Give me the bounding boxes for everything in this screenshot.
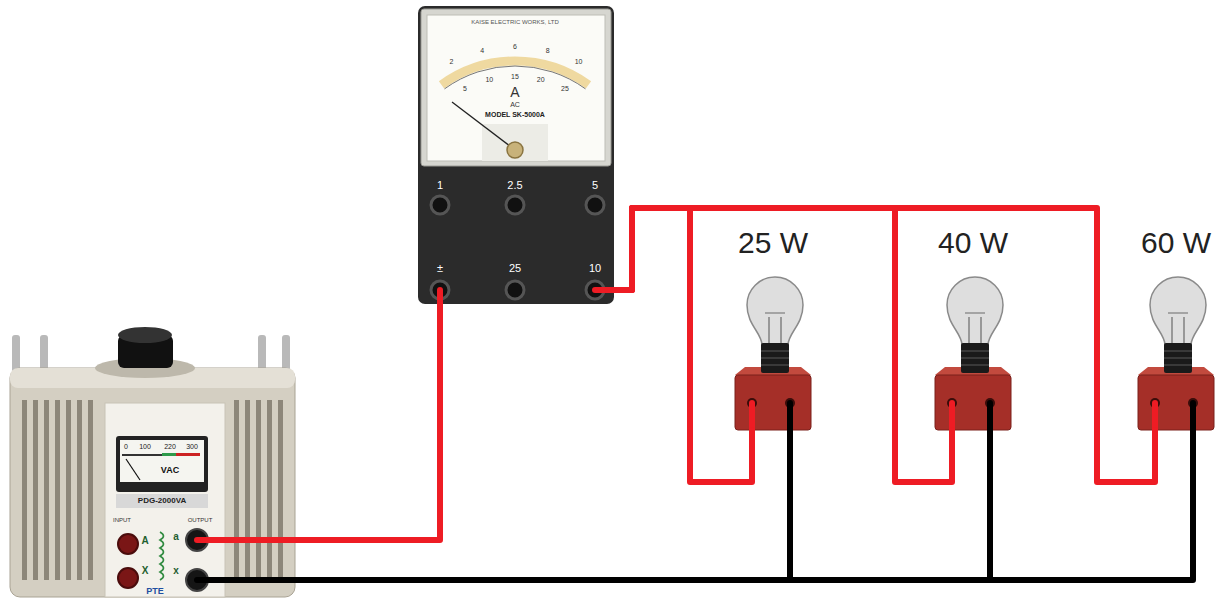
scale-line (122, 454, 162, 456)
scale-number: 4 (480, 46, 484, 53)
red-lead (197, 537, 298, 543)
binding-post (506, 196, 524, 214)
red-wire (614, 208, 752, 482)
vent-slot (33, 400, 38, 580)
ammeter-box: KAISE ELECTRIC WORKS, LTD A AC MODEL SK-500… (418, 6, 614, 304)
vent-slot (77, 400, 82, 580)
red-wire (614, 208, 952, 482)
terminal-caption: INPUT (113, 517, 131, 523)
maker-name: KAISE ELECTRIC WORKS, LTD (471, 19, 559, 25)
meter-unit: VAC (161, 466, 179, 475)
scale-number: 10 (575, 58, 583, 65)
binding-post (586, 196, 604, 214)
range-label: 25 (509, 263, 521, 274)
red-lead (437, 290, 443, 304)
terminal-caption: OUTPUT (188, 517, 213, 523)
scale-number: 0 (124, 443, 128, 450)
range-label: 5 (592, 180, 598, 191)
terminal-letter: a (173, 532, 179, 542)
voltmeter-frame (116, 436, 208, 492)
lamp (735, 277, 811, 430)
vent-slot (22, 400, 27, 580)
scale-number: 25 (561, 84, 569, 91)
coil-symbol (160, 532, 164, 580)
red-wire (298, 304, 440, 540)
scale-band (442, 61, 589, 85)
model-plate (116, 494, 208, 508)
meter-body (418, 6, 614, 304)
lamp-box: 25 W (725, 225, 821, 430)
vent-slot (66, 400, 71, 580)
meter-face (427, 15, 605, 161)
housing (10, 368, 295, 597)
scale-number: 10 (485, 76, 493, 83)
red-wire (614, 208, 1155, 482)
lamp-box: 60 W (1128, 225, 1224, 430)
scale-number: 300 (186, 443, 198, 450)
vent-slot (234, 400, 239, 580)
voltmeter-needle (126, 459, 140, 480)
range-label: 10 (589, 263, 601, 274)
scale-green (162, 453, 176, 456)
meter-unit: AC (510, 101, 520, 108)
meter-needle (452, 102, 515, 150)
scale-number: 8 (546, 46, 550, 53)
terminal-letter: x (173, 566, 179, 576)
lamp (935, 277, 1011, 430)
range-label: ± (437, 263, 443, 274)
vent-slot (278, 400, 283, 580)
brand-logo: PTE (146, 587, 164, 596)
wattage-label: 40 W (938, 228, 1008, 258)
ammeter-drawing (418, 6, 614, 304)
meter-unit: A (510, 85, 519, 99)
lamp-box: 40 W (925, 225, 1021, 430)
range-label: 2.5 (507, 180, 522, 191)
terminal-letter: A (141, 536, 148, 546)
terminal-letter: X (142, 566, 149, 576)
wattage-label: 25 W (738, 228, 808, 258)
vent-slot (245, 400, 250, 580)
binding-post (506, 281, 524, 299)
scale-number: 15 (511, 73, 519, 80)
black-wire (298, 430, 1193, 580)
vent-slot (88, 400, 93, 580)
scale-number: 20 (537, 76, 545, 83)
red-lead (595, 287, 614, 293)
scale-number: 2 (449, 58, 453, 65)
scale-number: 5 (463, 84, 467, 91)
variac-box: VAC PDG-2000VA INPUT OUTPUT AaXx (8, 318, 298, 597)
scale-number: 6 (513, 43, 517, 50)
black-wire (298, 430, 790, 580)
model-name: MODEL SK-5000A (485, 111, 545, 118)
vent-slot (44, 400, 49, 580)
wattage-label: 60 W (1141, 228, 1211, 258)
meter-bezel (421, 9, 611, 166)
black-lead (197, 577, 298, 583)
scale-number: 220 (164, 443, 176, 450)
lamp (1138, 277, 1214, 430)
vent-slot (256, 400, 261, 580)
face-panel (482, 124, 548, 161)
model-name: PDG-2000VA (138, 497, 186, 505)
input-terminal (118, 568, 138, 588)
binding-post (431, 196, 449, 214)
vent-slot (55, 400, 60, 580)
vent-slot (267, 400, 272, 580)
voltmeter-face (120, 440, 204, 482)
scale-red (176, 453, 200, 456)
zero-adjust-knob (507, 142, 523, 158)
range-label: 1 (437, 180, 443, 191)
front-panel (105, 403, 225, 597)
scale-number: 100 (139, 443, 151, 450)
black-wire (298, 430, 990, 580)
input-terminal (118, 534, 138, 554)
variac-drawing (10, 327, 298, 597)
knob-top (118, 327, 172, 343)
